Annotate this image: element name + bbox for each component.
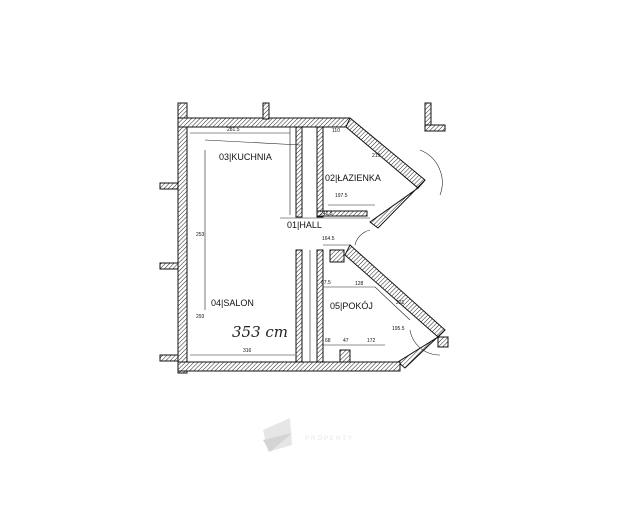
dim-label: 68 [325, 338, 331, 344]
dimension-labels: 281.5 110 219 197.5 241.5 164.5 253 293 … [196, 127, 405, 354]
watermark-logo: PROPERTY [263, 418, 354, 452]
dim-label: 221 [396, 300, 405, 306]
room-label-living: 04|SALON [211, 298, 254, 308]
dim-label: 281.5 [227, 127, 240, 133]
dim-label: 293 [196, 314, 205, 320]
dim-label: 67.5 [321, 280, 331, 286]
room-label-room: 05|POKÓJ [330, 301, 373, 311]
dim-label: 195.5 [392, 326, 405, 332]
room-label-bathroom: 02|ŁAZIENKA [325, 173, 381, 183]
dim-label: 164.5 [322, 236, 335, 242]
dim-label: 128 [355, 281, 364, 287]
room-label-kitchen: 03|KUCHNIA [219, 152, 272, 162]
handwritten-area-note: 353 cm [232, 323, 288, 341]
dim-label: 219 [372, 153, 381, 159]
dim-label: 241.5 [320, 211, 333, 217]
dim-label: 172 [367, 338, 376, 344]
room-label-hall: 01|HALL [287, 220, 322, 230]
dim-label: 110 [332, 128, 340, 134]
dimension-lines [190, 127, 443, 362]
dim-label: 47 [343, 338, 349, 344]
dim-label: 253 [196, 232, 205, 238]
room-labels: 03|KUCHNIA 02|ŁAZIENKA 01|HALL 04|SALON … [211, 152, 381, 341]
dim-label: 197.5 [335, 193, 348, 199]
watermark-text: PROPERTY [305, 436, 354, 442]
walls [159, 102, 449, 374]
dim-label: 316 [243, 348, 252, 354]
